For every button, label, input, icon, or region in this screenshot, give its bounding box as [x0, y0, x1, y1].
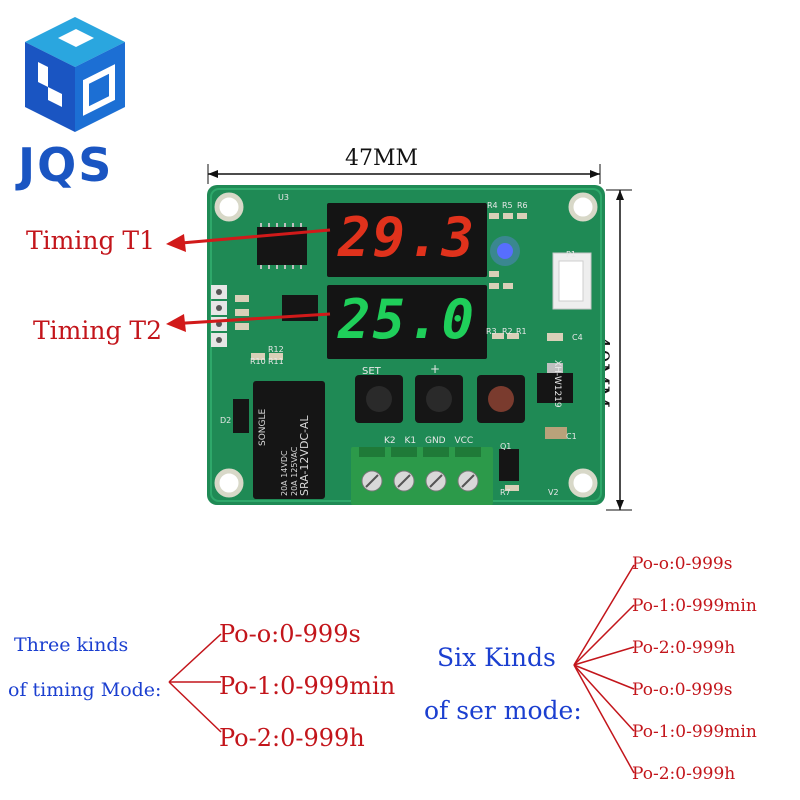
label-r7: R7 — [500, 488, 511, 497]
label-r6: R6 — [517, 201, 528, 210]
timing-mode-item: Po-2:0-999h — [219, 724, 365, 752]
timing-modes-bracket — [168, 633, 222, 733]
label-r4: R4 — [487, 201, 498, 210]
dimension-lines — [207, 164, 632, 511]
label-r12: R12 — [268, 345, 284, 354]
label-c4: C4 — [572, 333, 583, 342]
ser-modes-title-line2: of ser mode: — [424, 696, 582, 725]
display-bottom: 25.0 — [337, 288, 477, 351]
label-r10: R10 — [250, 357, 266, 366]
relay-brand: SONGLE — [258, 408, 268, 446]
callout-timing-t2: Timing T2 — [33, 316, 163, 345]
ser-modes-bracket — [573, 564, 635, 774]
timing-modes-title-line1: Three kinds — [14, 634, 129, 656]
label-q1: Q1 — [500, 442, 512, 451]
relay-rating-dc: 20A 14VDC — [280, 450, 289, 496]
ser-mode-item: Po-2:0-999h — [632, 764, 736, 784]
pcb-board — [207, 185, 605, 505]
label-p1: P1 — [566, 250, 576, 259]
relay-model: SRA-12VDC-AL — [298, 415, 311, 497]
label-u3: U3 — [278, 193, 289, 202]
timing-mode-item: Po-o:0-999s — [219, 620, 361, 648]
label-set: SET — [362, 366, 381, 377]
ser-mode-item: Po-2:0-999h — [632, 638, 736, 658]
callout-timing-t1: Timing T1 — [26, 226, 156, 255]
label-d2: D2 — [220, 416, 232, 425]
ser-mode-item: Po-o:0-999s — [632, 680, 733, 700]
label-model: XH-W1219 — [552, 360, 562, 408]
ser-mode-item: Po-o:0-999s — [632, 554, 733, 574]
label-r11: R11 — [268, 357, 284, 366]
display-top: 29.3 — [337, 206, 477, 269]
label-c1: C1 — [566, 432, 577, 441]
jqs-logo-icon — [25, 17, 125, 132]
ser-mode-item: Po-1:0-999min — [632, 596, 757, 616]
callout-arrows — [166, 228, 331, 332]
brand-name: JQS — [18, 138, 114, 192]
label-r2: R2 — [502, 327, 513, 336]
label-plus: + — [430, 362, 441, 376]
ser-mode-item: Po-1:0-999min — [632, 722, 757, 742]
ser-modes-title-line1: Six Kinds — [437, 643, 556, 672]
relay-rating-ac: 20A 125VAC — [290, 446, 299, 496]
label-r1: R1 — [516, 327, 527, 336]
timing-mode-item: Po-1:0-999min — [219, 672, 396, 700]
label-v2: V2 — [548, 488, 559, 497]
label-r3: R3 — [486, 327, 497, 336]
width-label: 47MM — [345, 146, 419, 171]
label-terminals: K2 K1 GND VCC — [384, 436, 474, 446]
label-r5: R5 — [502, 201, 513, 210]
timing-modes-title-line2: of timing Mode: — [8, 679, 162, 701]
